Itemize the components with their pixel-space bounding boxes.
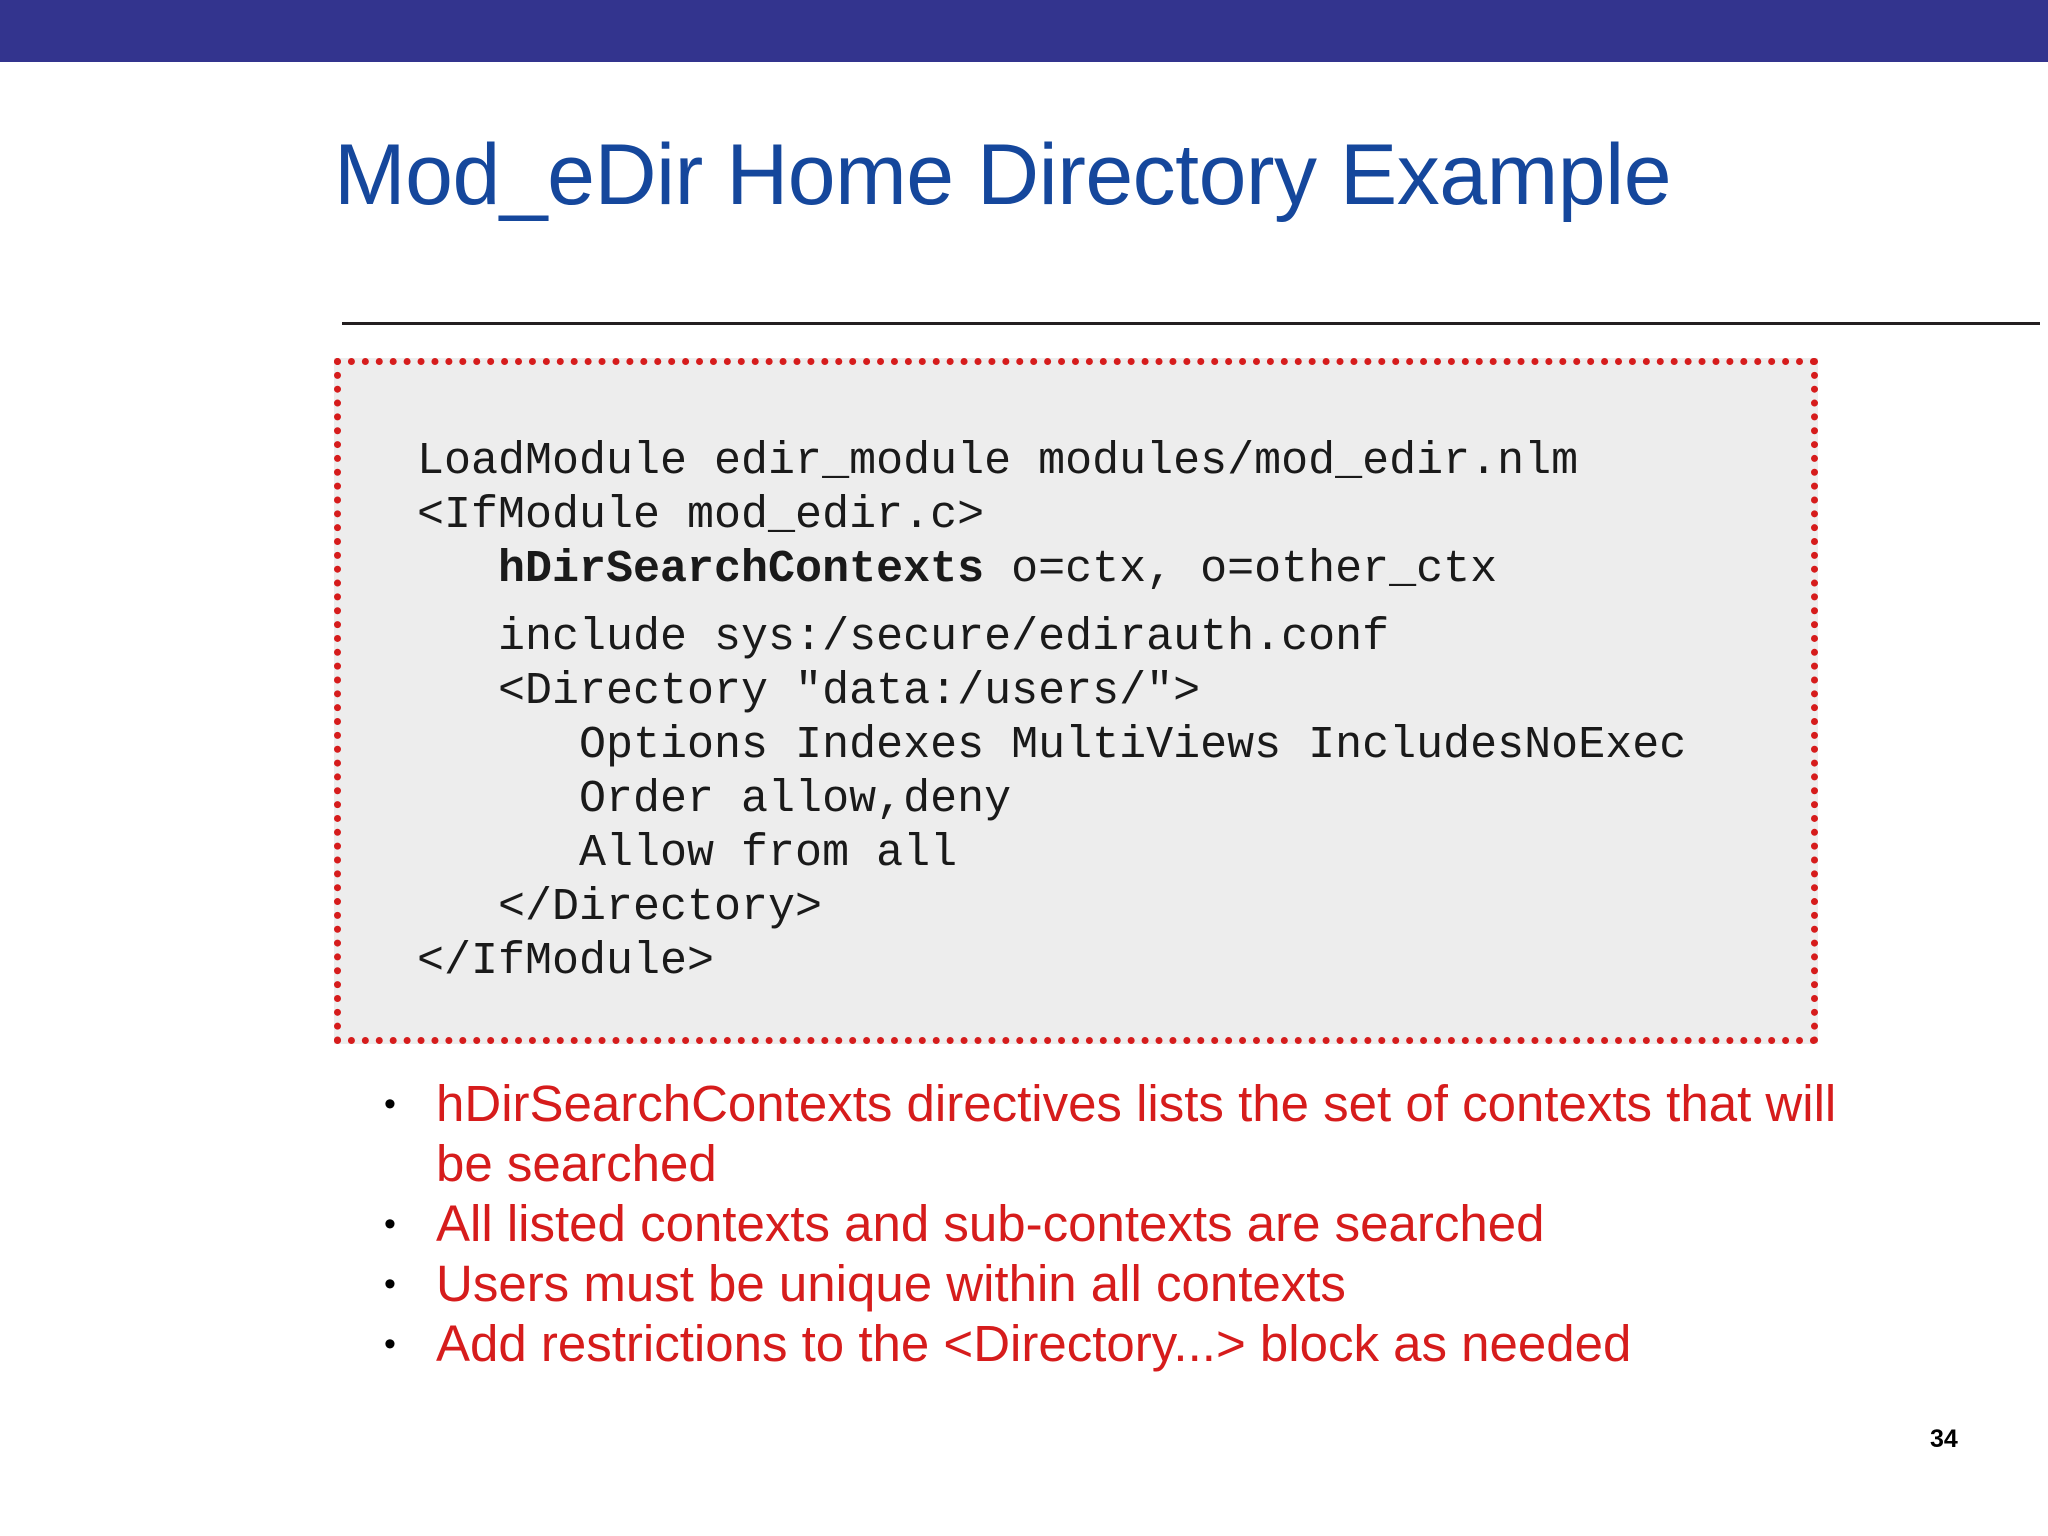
code-line: </IfModule> [417,936,715,987]
title-divider [342,322,2040,325]
code-block-content: LoadModule edir_module modules/mod_edir.… [417,435,1686,989]
bullet-dot-icon: • [384,1205,396,1243]
bullet-dot-icon: • [384,1085,396,1123]
bullet-list-item: • All listed contexts and sub-contexts ar… [384,1194,1884,1254]
code-line: Allow from all [417,828,958,879]
code-directive-keyword: hDirSearchContexts [417,544,985,595]
page-number: 34 [1930,1425,1958,1453]
code-line: hDirSearchContexts o=ctx, o=other_ctx [417,543,1686,597]
bullet-list-item: • hDirSearchContexts directives lists the… [384,1074,1884,1194]
bullet-list-item: • Users must be unique within all context… [384,1254,1884,1314]
code-line: Options Indexes MultiViews IncludesNoExe… [417,720,1687,771]
code-line: <Directory "data:/users/"> [417,666,1201,717]
top-decoration-bar [0,0,2048,62]
bullet-dot-icon: • [384,1265,396,1303]
code-line: LoadModule edir_module modules/mod_edir.… [417,436,1579,487]
bullet-item-label: All listed contexts and sub-contexts are… [436,1195,1545,1252]
bullet-item-label: Add restrictions to the <Directory...> b… [436,1315,1632,1372]
code-line: Order allow,deny [417,774,1012,825]
code-line-rest: o=ctx, o=other_ctx [984,544,1498,595]
bullet-list-item: • Add restrictions to the <Directory...> … [384,1314,1884,1374]
bullet-item-label: Users must be unique within all contexts [436,1255,1346,1312]
bullet-dot-icon: • [384,1325,396,1363]
page-title: Mod_eDir Home Directory Example [334,127,1672,223]
code-line: <IfModule mod_edir.c> [417,490,985,541]
code-line: </Directory> [417,882,823,933]
code-line: include sys:/secure/edirauth.conf [417,612,1390,663]
bullet-item-label: hDirSearchContexts directives lists the … [436,1075,1837,1192]
code-block: LoadModule edir_module modules/mod_edir.… [334,358,1818,1044]
bullet-list: • hDirSearchContexts directives lists the… [384,1074,1884,1374]
